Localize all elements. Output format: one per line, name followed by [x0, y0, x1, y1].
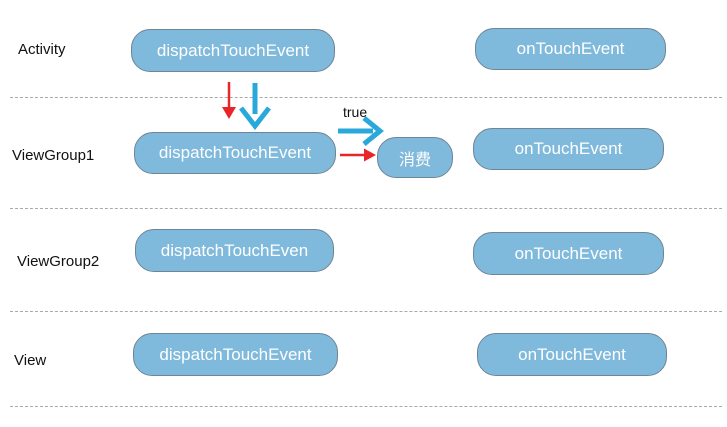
consume-node: 消费	[377, 137, 453, 178]
red-down-arrow	[222, 82, 236, 119]
row-divider	[10, 208, 722, 209]
red-right-arrow	[340, 148, 376, 162]
blue-down-arrow	[239, 83, 271, 131]
view-ontouch-node: onTouchEvent	[477, 333, 667, 376]
activity-ontouch-node: onTouchEvent	[475, 28, 666, 70]
blue-true-arrow	[338, 116, 384, 146]
row-divider	[10, 97, 722, 98]
activity-dispatch-node: dispatchTouchEvent	[131, 29, 335, 72]
row-divider	[10, 406, 722, 407]
return-true-label: true	[343, 104, 368, 120]
row-label-viewgroup2: ViewGroup2	[17, 253, 100, 270]
row-divider	[10, 311, 722, 312]
viewgroup2-ontouch-node: onTouchEvent	[473, 232, 664, 275]
row-label-view: View	[14, 352, 47, 369]
viewgroup1-ontouch-node: onTouchEvent	[473, 128, 664, 170]
row-label-activity: Activity	[18, 41, 66, 58]
view-dispatch-node: dispatchTouchEvent	[133, 333, 338, 376]
viewgroup1-dispatch-node: dispatchTouchEvent	[134, 132, 336, 174]
row-label-viewgroup1: ViewGroup1	[12, 147, 95, 164]
viewgroup2-dispatch-node: dispatchTouchEven	[135, 229, 334, 272]
